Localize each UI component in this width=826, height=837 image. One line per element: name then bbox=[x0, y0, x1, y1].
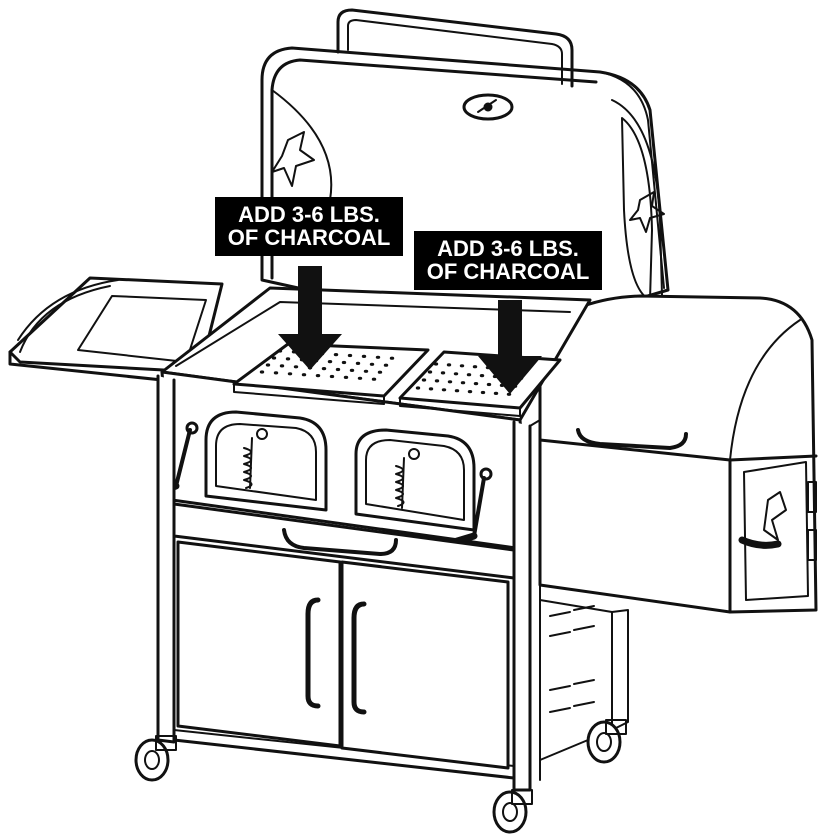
charcoal-callout-left: ADD 3-6 LBS. OF CHARCOAL bbox=[215, 197, 403, 256]
callout-line-1: ADD 3-6 LBS. bbox=[437, 236, 579, 261]
cart-frame bbox=[156, 374, 629, 792]
arrow-down-icon bbox=[278, 266, 342, 370]
firebox-door-left bbox=[204, 410, 328, 512]
callout-line-2: OF CHARCOAL bbox=[426, 259, 590, 284]
lid-vent-icon bbox=[271, 131, 665, 233]
caster-wheels bbox=[134, 719, 627, 834]
vent-slots bbox=[549, 605, 595, 713]
lid-handle bbox=[336, 8, 574, 88]
side-firebox bbox=[538, 294, 818, 614]
thermometer-icon bbox=[462, 93, 514, 121]
arrow-down-icon bbox=[478, 300, 542, 394]
firebox-door-right bbox=[354, 428, 476, 532]
charcoal-callout-right: ADD 3-6 LBS. OF CHARCOAL bbox=[414, 231, 602, 290]
cabinet-doors bbox=[176, 540, 510, 770]
door-spring-handles bbox=[243, 428, 420, 509]
callout-line-1: ADD 3-6 LBS. bbox=[238, 202, 380, 227]
callout-line-2: OF CHARCOAL bbox=[227, 225, 391, 250]
